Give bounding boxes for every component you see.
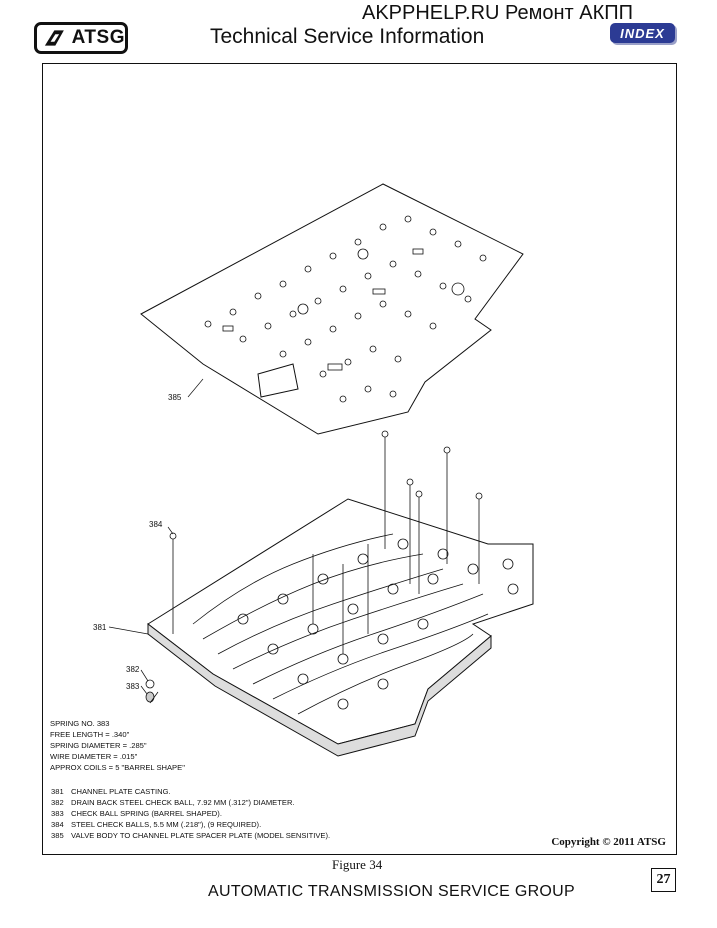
callout-385: 385 (168, 393, 182, 402)
footer-organization: AUTOMATIC TRANSMISSION SERVICE GROUP (208, 883, 576, 900)
site-banner: AKPPHELP.RU Ремонт АКПП (362, 2, 633, 24)
spring-spec-line: SPRING NO. 383 (50, 719, 110, 728)
spring-specification: SPRING NO. 383 FREE LENGTH = .340" SPRIN… (50, 718, 185, 773)
figure-frame: 385 384 381 382 383 SPRING NO. 383 FREE … (42, 63, 677, 855)
channel-plate-381 (147, 498, 534, 757)
spacer-plate-385 (140, 183, 524, 435)
callout-383: 383 (126, 682, 140, 691)
logo-text: ATSG (71, 27, 125, 48)
check-ball-382-and-spring-383 (145, 679, 159, 704)
page-number: 27 (651, 868, 676, 892)
callout-382: 382 (126, 665, 140, 674)
spring-spec-line: APPROX COILS = 5 "BARREL SHAPE" (50, 763, 185, 772)
copyright-notice: Copyright © 2011 ATSG (551, 836, 666, 848)
figure-caption: Figure 34 (332, 857, 383, 872)
spring-spec-line: FREE LENGTH = .340" (50, 730, 130, 739)
spring-spec-line: SPRING DIAMETER = .285" (50, 741, 147, 750)
atsg-logo-icon (44, 30, 64, 46)
index-button[interactable]: INDEX (610, 23, 675, 43)
exploded-view-diagram: 385 384 381 382 383 (93, 183, 534, 757)
atsg-logo: ATSG (34, 22, 128, 54)
check-balls-384 (169, 430, 483, 654)
page-title: Technical Service Information (210, 25, 485, 48)
spring-spec-line: WIRE DIAMETER = .015" (50, 752, 138, 761)
callout-384: 384 (149, 520, 163, 529)
callout-381: 381 (93, 623, 107, 632)
